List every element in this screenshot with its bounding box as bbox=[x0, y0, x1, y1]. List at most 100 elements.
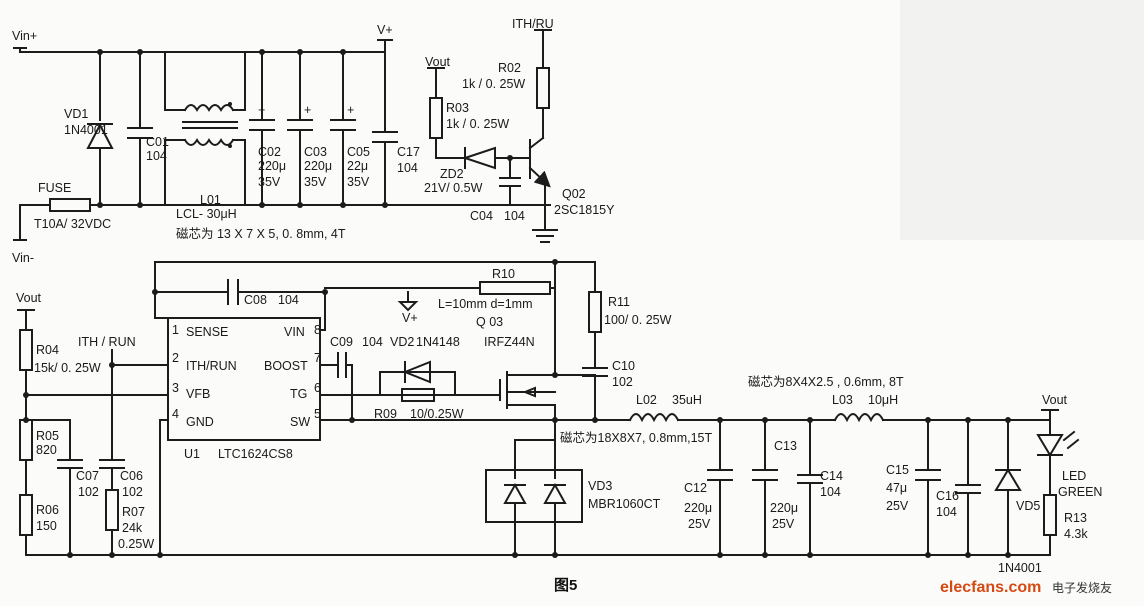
label-c12-cap: 220μ bbox=[684, 501, 712, 515]
label-c10-value: 102 bbox=[612, 375, 633, 389]
label-c02-volt: 35V bbox=[258, 175, 281, 189]
label-l02: L02 bbox=[636, 393, 657, 407]
label-vd1-value: 1N4001 bbox=[64, 123, 108, 137]
label-c04: C04 bbox=[470, 209, 493, 223]
label-pin6-name: TG bbox=[290, 387, 307, 401]
label-c05-plus: + bbox=[347, 103, 354, 117]
label-c14-value: 104 bbox=[820, 485, 841, 499]
label-r03-value: 1k / 0. 25W bbox=[446, 117, 509, 131]
label-c15: C15 bbox=[886, 463, 909, 477]
figure-caption: 图5 bbox=[554, 577, 577, 594]
watermark-sub: 电子发烧友 bbox=[1052, 580, 1112, 595]
label-pin4-num: 4 bbox=[172, 407, 179, 421]
label-c03-cap: 220μ bbox=[304, 159, 332, 173]
label-c05: C05 bbox=[347, 145, 370, 159]
label-l01-note: 磁芯为 13 X 7 X 5, 0. 8mm, 4T bbox=[176, 226, 346, 241]
label-vout-left: Vout bbox=[16, 291, 42, 305]
label-r07: R07 bbox=[122, 505, 145, 519]
label-pin3-name: VFB bbox=[186, 387, 210, 401]
label-fuse: FUSE bbox=[38, 181, 71, 195]
label-pin1-name: SENSE bbox=[186, 325, 228, 339]
label-c03-volt: 35V bbox=[304, 175, 327, 189]
label-r11: R11 bbox=[608, 295, 630, 309]
label-r04-value: 15k/ 0. 25W bbox=[34, 361, 101, 375]
label-l01: L01 bbox=[200, 193, 221, 207]
label-c09: C09 bbox=[330, 335, 353, 349]
label-pin7-name: BOOST bbox=[264, 359, 308, 373]
label-l02-note: 磁芯为18X8X7, 0.8mm,15T bbox=[560, 430, 713, 445]
label-q03: Q 03 bbox=[476, 315, 503, 329]
label-q02: Q02 bbox=[562, 187, 586, 201]
label-c07-value: 102 bbox=[78, 485, 99, 499]
label-u1-part: LTC1624CS8 bbox=[218, 447, 293, 461]
watermark-brand: elecfans.com bbox=[940, 579, 1041, 596]
label-vplus-mid: V+ bbox=[402, 311, 418, 325]
label-r02-value: 1k / 0. 25W bbox=[462, 77, 525, 91]
label-r05: R05 bbox=[36, 429, 59, 443]
label-vout-right: Vout bbox=[1042, 393, 1068, 407]
label-r04: R04 bbox=[36, 343, 59, 357]
label-l03-note: 磁芯为8X4X2.5 , 0.6mm, 8T bbox=[748, 374, 904, 389]
label-pin6-num: 6 bbox=[314, 381, 321, 395]
label-ith-ru: ITH/RU bbox=[512, 17, 554, 31]
label-c08: C08 bbox=[244, 293, 267, 307]
label-c17-value: 104 bbox=[397, 161, 418, 175]
label-c06: C06 bbox=[120, 469, 143, 483]
label-c12-volt: 25V bbox=[688, 517, 711, 531]
label-pin8-name: VIN bbox=[284, 325, 305, 339]
label-c17: C17 bbox=[397, 145, 420, 159]
label-c02-cap: 220μ bbox=[258, 159, 286, 173]
label-zd2-value: 21V/ 0.5W bbox=[424, 181, 483, 195]
label-r09-value: 10/0.25W bbox=[410, 407, 464, 421]
label-r02: R02 bbox=[498, 61, 521, 75]
label-l03-value: 10μH bbox=[868, 393, 898, 407]
label-pin2-name: ITH/RUN bbox=[186, 359, 237, 373]
label-c03: C03 bbox=[304, 145, 327, 159]
input-filter-section bbox=[13, 39, 551, 241]
label-c06-value: 102 bbox=[122, 485, 143, 499]
label-c02: C02 bbox=[258, 145, 281, 159]
label-c13-cap: 220μ bbox=[770, 501, 798, 515]
label-vin-pos: Vin+ bbox=[12, 29, 37, 43]
label-r06: R06 bbox=[36, 503, 59, 517]
label-pin2-num: 2 bbox=[172, 351, 179, 365]
scan-background bbox=[900, 0, 1144, 240]
label-r11-value: 100/ 0. 25W bbox=[604, 313, 672, 327]
label-pin5-name: SW bbox=[290, 415, 310, 429]
label-led-color: GREEN bbox=[1058, 485, 1102, 499]
label-c12: C12 bbox=[684, 481, 707, 495]
label-c10: C10 bbox=[612, 359, 635, 373]
label-c15-volt: 25V bbox=[886, 499, 909, 513]
label-r13-value: 4.3k bbox=[1064, 527, 1088, 541]
label-pin3-num: 3 bbox=[172, 381, 179, 395]
label-r13: R13 bbox=[1064, 511, 1087, 525]
label-pin1-num: 1 bbox=[172, 323, 179, 337]
label-u1: U1 bbox=[184, 447, 200, 461]
label-r10-value: L=10mm d=1mm bbox=[438, 297, 532, 311]
label-r03: R03 bbox=[446, 101, 469, 115]
label-r05-value: 820 bbox=[36, 443, 57, 457]
label-vout-top: Vout bbox=[425, 55, 451, 69]
label-l02-value: 35uH bbox=[672, 393, 702, 407]
fuse-symbol bbox=[49, 198, 91, 212]
label-vd5: VD5 bbox=[1016, 499, 1040, 513]
label-c04-value: 104 bbox=[504, 209, 525, 223]
label-c02-plus: + bbox=[258, 103, 265, 117]
label-r10: R10 bbox=[492, 267, 515, 281]
label-vd1: VD1 bbox=[64, 107, 88, 121]
label-c15-cap: 47μ bbox=[886, 481, 907, 495]
label-c16-value: 104 bbox=[936, 505, 957, 519]
label-c03-plus: + bbox=[304, 103, 311, 117]
label-vplus-top: V+ bbox=[377, 23, 393, 37]
u1-ic-body bbox=[167, 317, 321, 441]
label-q02-value: 2SC1815Y bbox=[554, 203, 615, 217]
label-pin8-num: 8 bbox=[314, 323, 321, 337]
label-c01: C01 bbox=[146, 135, 169, 149]
label-c16: C16 bbox=[936, 489, 959, 503]
label-r09: R09 bbox=[374, 407, 397, 421]
label-zd2: ZD2 bbox=[440, 167, 464, 181]
label-c13-volt: 25V bbox=[772, 517, 795, 531]
label-led: LED bbox=[1062, 469, 1086, 483]
controller-section bbox=[17, 259, 608, 558]
